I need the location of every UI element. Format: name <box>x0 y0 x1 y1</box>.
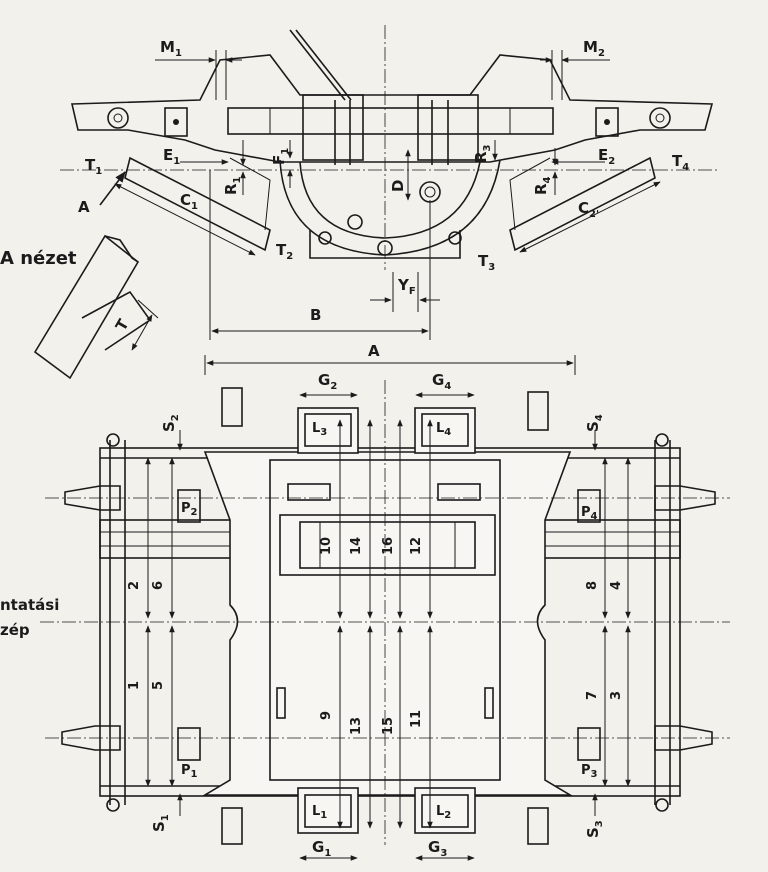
dim-14: 14 <box>349 537 364 555</box>
label-m1: M1 <box>160 38 182 59</box>
label-g3: G3 <box>428 838 447 859</box>
dim-4: 4 <box>609 581 624 590</box>
label-t1: T1 <box>85 156 102 177</box>
label-t-view: T <box>112 315 133 334</box>
dim-3: 3 <box>609 691 624 700</box>
label-t3: T3 <box>478 252 495 273</box>
label-p1: P1 <box>181 763 198 780</box>
label-p2: P2 <box>181 501 198 518</box>
label-c1: C1 <box>180 191 198 212</box>
label-s1: S1 <box>150 814 171 832</box>
label-s3: S3 <box>584 820 605 838</box>
label-r3: R3 <box>472 144 493 163</box>
dim-16: 16 <box>381 537 396 555</box>
dim-9: 9 <box>319 711 334 720</box>
label-yf: YF <box>397 276 416 297</box>
label-t4: T4 <box>672 152 689 173</box>
dim-12: 12 <box>409 537 424 555</box>
dim-6: 6 <box>151 581 166 590</box>
dim-10: 10 <box>319 537 334 555</box>
label-p3: P3 <box>581 763 598 780</box>
side-label-line2: zép <box>0 621 30 639</box>
label-a-dim: A <box>368 342 380 360</box>
label-e1: E1 <box>163 146 180 167</box>
label-g4: G4 <box>432 371 451 392</box>
label-l2: L2 <box>436 804 451 821</box>
side-label-line1: ntatási <box>0 596 59 614</box>
label-s4: S4 <box>584 414 605 432</box>
label-l4: L4 <box>436 421 451 438</box>
plan-view <box>40 380 730 861</box>
view-a-label: A nézet <box>0 248 77 269</box>
dim-15: 15 <box>381 717 396 735</box>
dim-11: 11 <box>409 710 424 728</box>
label-t2: T2 <box>276 241 293 262</box>
dim-13: 13 <box>349 717 364 735</box>
labels: M1 M2 T1 T2 T3 T4 E1 E2 R1 R3 R4 F1 C1 C… <box>0 38 689 859</box>
dim-8: 8 <box>585 581 600 590</box>
label-d: D <box>389 180 407 192</box>
dim-5: 5 <box>151 681 166 690</box>
label-m2: M2 <box>583 38 605 59</box>
label-l1: L1 <box>312 804 327 821</box>
dim-2: 2 <box>127 581 142 590</box>
label-s2: S2 <box>160 414 181 432</box>
label-a-arrow: A <box>78 198 90 216</box>
label-p4: P4 <box>581 505 598 522</box>
dim-7: 7 <box>585 691 600 700</box>
label-g2: G2 <box>318 371 337 392</box>
dim-1: 1 <box>127 681 142 690</box>
label-e2: E2 <box>598 146 615 167</box>
label-r1: R1 <box>222 176 243 195</box>
side-view <box>60 25 720 375</box>
label-b: B <box>310 306 321 324</box>
label-g1: G1 <box>312 838 331 859</box>
label-f1: F1 <box>270 148 291 165</box>
view-a-brake-shoe <box>33 234 159 380</box>
label-l3: L3 <box>312 421 327 438</box>
label-r4: R4 <box>532 176 553 195</box>
label-c2: C2' <box>578 199 599 220</box>
